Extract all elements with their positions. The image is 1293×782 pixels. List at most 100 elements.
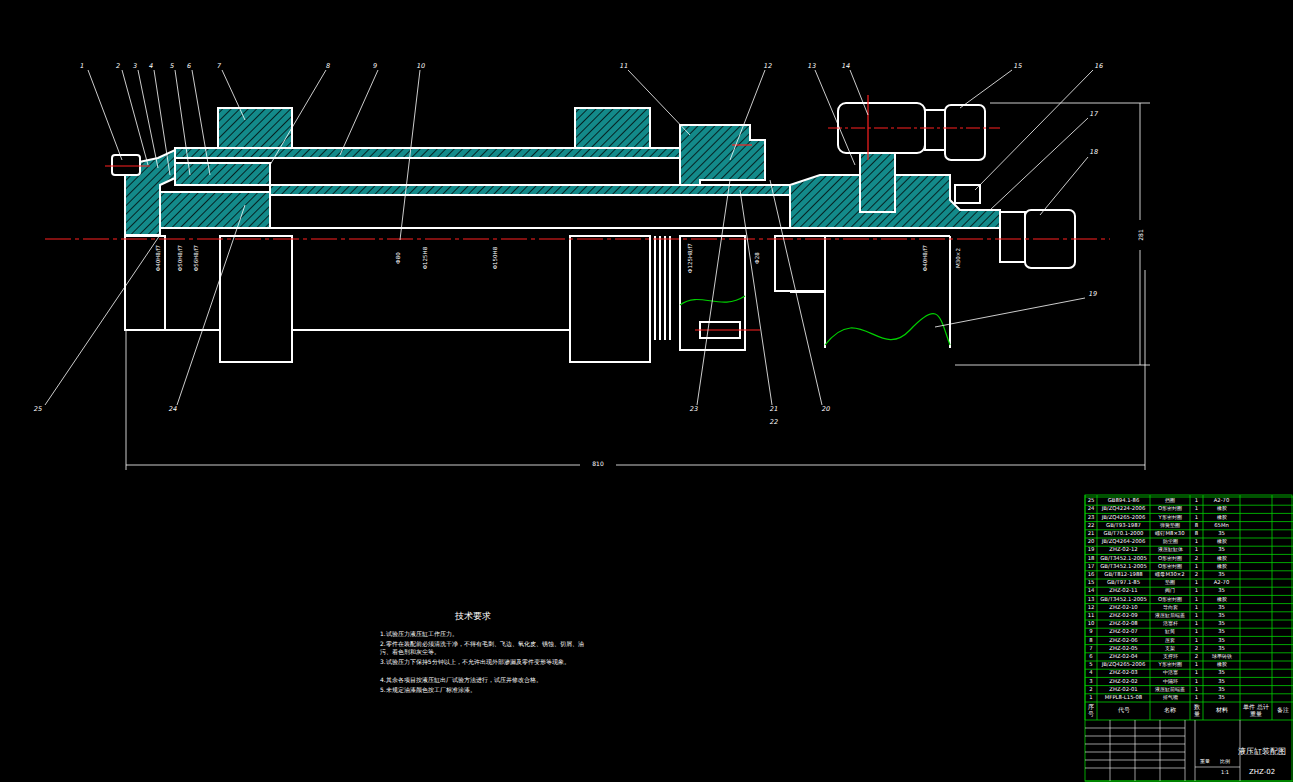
parts-list-cell: 35 bbox=[1218, 572, 1225, 578]
parts-list-cell: 阀门 bbox=[1165, 588, 1175, 594]
parts-list-cell: 1 bbox=[1195, 621, 1198, 627]
parts-list-cell: GB/T93-1987 bbox=[1106, 523, 1141, 529]
parts-list-cell: 35 bbox=[1218, 605, 1225, 611]
parts-list-cell: 球墨铸铁 bbox=[1212, 654, 1232, 660]
callout-number: 9 bbox=[373, 63, 377, 70]
parts-list-cell: 1 bbox=[1195, 588, 1198, 594]
parts-list-cell: GB/T3452.1-2005 bbox=[1100, 564, 1147, 570]
callout-number: 4 bbox=[149, 63, 153, 70]
parts-list-cell: 4 bbox=[1089, 670, 1092, 676]
grid-line bbox=[1195, 720, 1196, 781]
parts-list-cell: A2-70 bbox=[1214, 498, 1230, 504]
dimension-text: 810 bbox=[592, 461, 603, 468]
parts-list-cell: 弹簧垫圈 bbox=[1160, 523, 1180, 529]
parts-list-cell: O形密封圈 bbox=[1158, 597, 1182, 603]
parts-list-cell: ZHZ-02-09 bbox=[1109, 613, 1137, 619]
callout-number: 1 bbox=[80, 63, 84, 70]
parts-list-cell: 液压缸后端盖 bbox=[1155, 613, 1185, 619]
grid-line bbox=[1097, 495, 1098, 720]
parts-list-cell: 1 bbox=[1089, 695, 1092, 701]
grid-line bbox=[1085, 720, 1293, 721]
parts-list-cell: 垫圈 bbox=[1165, 580, 1175, 586]
grid-line bbox=[1150, 495, 1151, 720]
parts-list-cell: 中隔环 bbox=[1163, 679, 1178, 685]
parts-list-cell: 15 bbox=[1088, 580, 1095, 586]
parts-list-cell: 1 bbox=[1195, 539, 1198, 545]
title-block-text: 重量 bbox=[1200, 759, 1210, 765]
parts-list-cell: 防尘圈 bbox=[1163, 539, 1178, 545]
parts-list-cell: 13 bbox=[1088, 597, 1095, 603]
parts-list-cell: 1 bbox=[1195, 515, 1198, 521]
diameter-dimension: Φ40H8/f7 bbox=[155, 245, 161, 271]
parts-list-cell: ZHZ-02-11 bbox=[1109, 588, 1137, 594]
parts-list-cell: 1 bbox=[1195, 687, 1198, 693]
parts-list-cell: 35 bbox=[1218, 629, 1225, 635]
requirement-note: 2.零件在装配前必须清洗干净，不得有毛刺、飞边、氧化皮、锈蚀、切屑、油污、着色剂… bbox=[380, 640, 585, 656]
grid-line bbox=[1085, 744, 1185, 745]
grid-line bbox=[1240, 495, 1241, 720]
parts-list-cell: 35 bbox=[1218, 588, 1225, 594]
parts-list-cell: 24 bbox=[1088, 506, 1095, 512]
parts-list-cell: 缸筒 bbox=[1165, 629, 1175, 635]
parts-list-cell: 35 bbox=[1218, 638, 1225, 644]
parts-list-cell: ZHZ-02-08 bbox=[1109, 621, 1137, 627]
parts-list-cell: JB/ZQ4265-2006 bbox=[1102, 662, 1146, 668]
callout-number: 12 bbox=[764, 63, 772, 70]
parts-list-cell: GB/T97.1-85 bbox=[1107, 580, 1140, 586]
parts-list-cell: JB/ZQ4224-2006 bbox=[1102, 506, 1146, 512]
parts-list-cell: 1 bbox=[1195, 638, 1198, 644]
parts-list-cell: 1 bbox=[1195, 662, 1198, 668]
parts-list-cell: 液压缸缸体 bbox=[1158, 547, 1183, 553]
parts-list-header: 名称 bbox=[1151, 707, 1189, 714]
callout-number: 2 bbox=[116, 63, 120, 70]
callout-number: 13 bbox=[808, 63, 816, 70]
parts-list-cell: 中活塞 bbox=[1163, 670, 1178, 676]
parts-list-cell: 2 bbox=[1195, 572, 1198, 578]
callout-number: 19 bbox=[1089, 291, 1097, 298]
parts-list-cell: 1 bbox=[1195, 597, 1198, 603]
parts-list-cell: 1 bbox=[1195, 506, 1198, 512]
dimension-lines bbox=[126, 103, 1150, 470]
parts-list-cell: 35 bbox=[1218, 646, 1225, 652]
parts-list-cell: 3 bbox=[1089, 679, 1092, 685]
parts-list-grid bbox=[1085, 495, 1293, 781]
requirement-note: 4.其余各项目按液压缸出厂试验方法进行，试压并修改合格。 bbox=[380, 676, 585, 684]
parts-list-cell: 12 bbox=[1088, 605, 1095, 611]
parts-list-cell: 7 bbox=[1089, 646, 1092, 652]
parts-list-cell: 8 bbox=[1089, 638, 1092, 644]
parts-list-cell: 35 bbox=[1218, 531, 1225, 537]
diameter-dimension: Φ28 bbox=[754, 252, 760, 263]
dimension-text: 281 bbox=[1138, 229, 1145, 240]
outlines bbox=[112, 103, 1075, 362]
callout-number: 18 bbox=[1090, 149, 1098, 156]
parts-list-cell: 橡胶 bbox=[1217, 515, 1227, 521]
parts-list-cell: 液压缸前端盖 bbox=[1155, 687, 1185, 693]
parts-list-cell: 8 bbox=[1195, 523, 1198, 529]
centerlines bbox=[45, 95, 1110, 330]
parts-list-cell: ZHZ-02-01 bbox=[1109, 687, 1137, 693]
parts-list-cell: MFPL8-L15-08 bbox=[1105, 695, 1142, 701]
grid-line bbox=[1185, 720, 1186, 781]
parts-list-cell: 1 bbox=[1195, 695, 1198, 701]
parts-list-header: 数量 bbox=[1191, 704, 1202, 719]
callout-number: 14 bbox=[842, 63, 850, 70]
parts-list-cell: O形密封圈 bbox=[1158, 564, 1182, 570]
parts-list-cell: 1 bbox=[1195, 613, 1198, 619]
parts-list-header: 代号 bbox=[1098, 707, 1149, 714]
parts-list-cell: 65Mn bbox=[1214, 523, 1229, 529]
parts-list-cell: 25 bbox=[1088, 498, 1095, 504]
parts-list-cell: 橡胶 bbox=[1217, 556, 1227, 562]
parts-list-cell: ZHZ-02-05 bbox=[1109, 646, 1137, 652]
parts-list-cell: O形密封圈 bbox=[1158, 556, 1182, 562]
grid-line bbox=[1085, 702, 1293, 703]
grid-line bbox=[1085, 728, 1185, 729]
requirement-note: 3.试验压力下保持5分钟以上，不允许出现外部渗漏及零件变形等现象。 bbox=[380, 658, 585, 666]
callout-number: 7 bbox=[217, 63, 221, 70]
parts-list-cell: ZHZ-02-04 bbox=[1109, 654, 1137, 660]
parts-list-cell: ZHZ-02-12 bbox=[1109, 547, 1137, 553]
parts-list-cell: 1 bbox=[1195, 498, 1198, 504]
parts-list-cell: 排气嘴 bbox=[1163, 695, 1178, 701]
parts-list-cell: 2 bbox=[1195, 654, 1198, 660]
callout-number: 25 bbox=[34, 406, 42, 413]
